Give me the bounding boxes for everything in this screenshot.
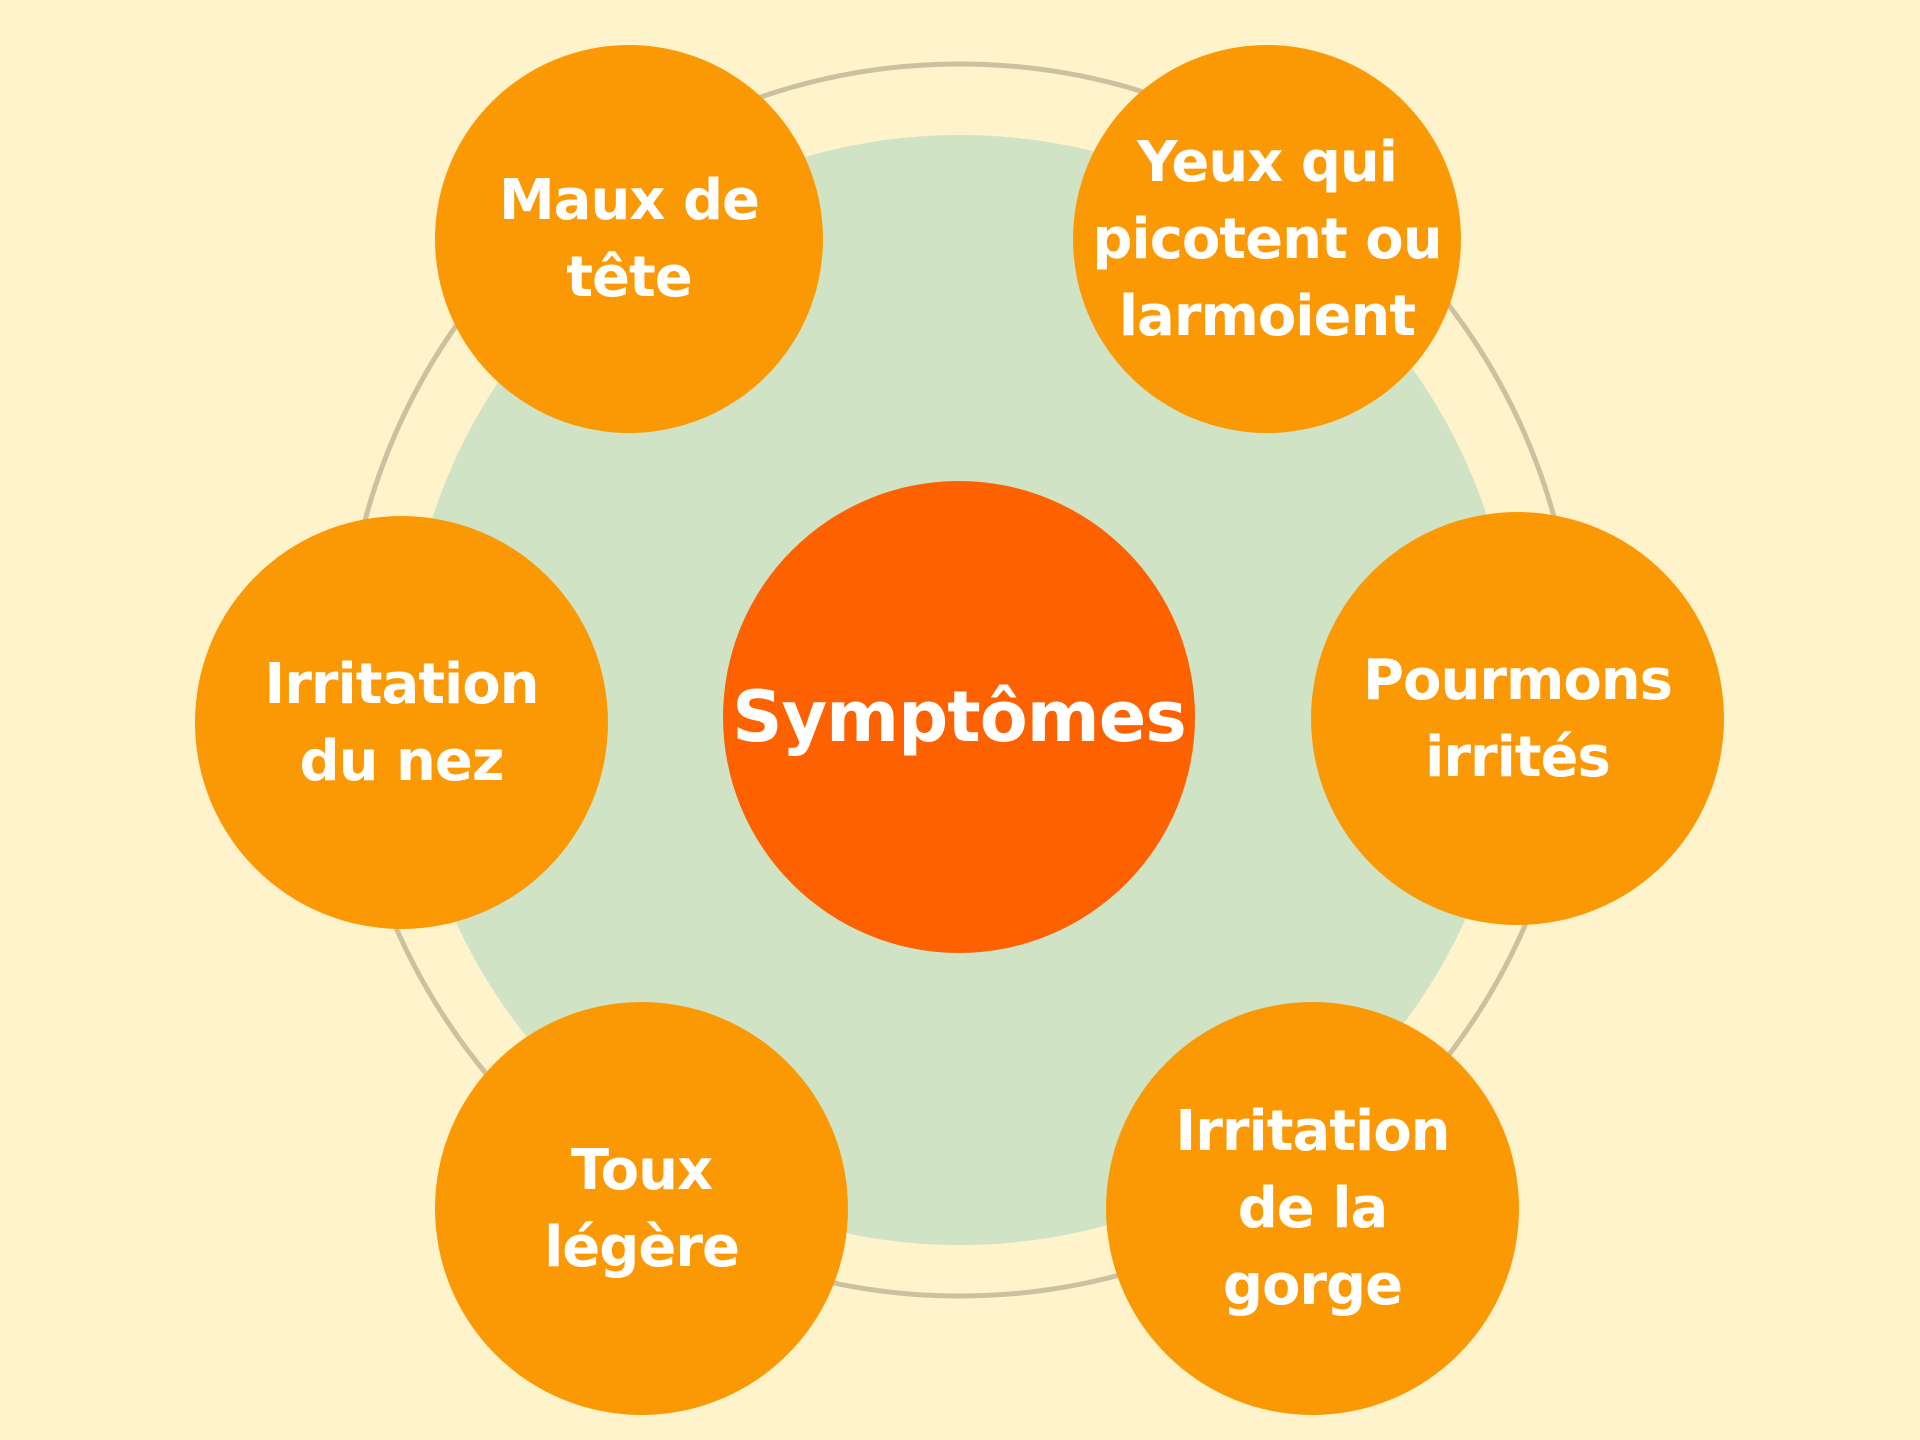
node-label: Pourmons irrités bbox=[1362, 647, 1673, 790]
node-nose: Irritation du nez bbox=[195, 516, 608, 929]
node-label: Yeux qui picotent ou larmoient bbox=[1092, 129, 1442, 349]
node-headache: Maux de tête bbox=[435, 45, 823, 433]
node-label: Irritation de la gorge bbox=[1175, 1099, 1450, 1318]
node-eyes: Yeux qui picotent ou larmoient bbox=[1073, 45, 1461, 433]
node-label: Toux légère bbox=[544, 1137, 740, 1280]
node-lungs: Pourmons irrités bbox=[1311, 512, 1724, 925]
center-label: Symptômes bbox=[732, 676, 1187, 758]
node-label: Maux de tête bbox=[498, 168, 760, 310]
center-node: Symptômes bbox=[723, 481, 1195, 953]
node-label: Irritation du nez bbox=[264, 651, 539, 794]
node-throat: Irritation de la gorge bbox=[1106, 1002, 1519, 1415]
node-cough: Toux légère bbox=[435, 1002, 848, 1415]
